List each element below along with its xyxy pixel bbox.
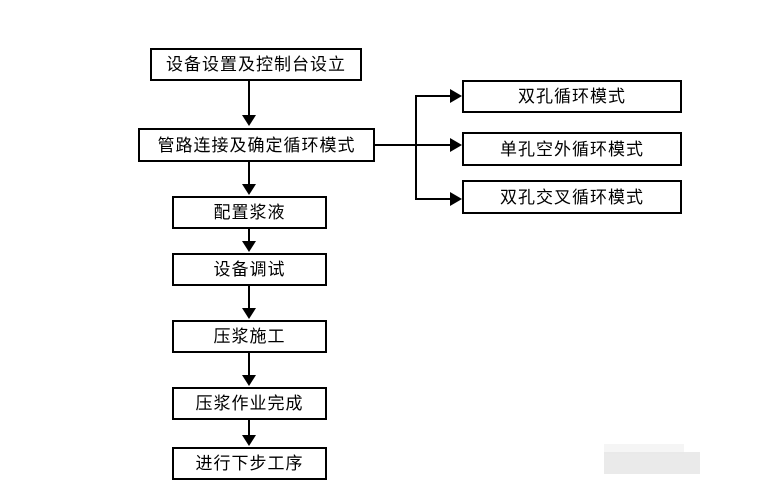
- branch-node-mode2[interactable]: 单孔空外循环模式: [462, 132, 682, 166]
- connector-done-to-next: [248, 420, 250, 436]
- flow-node-grout[interactable]: 压浆施工: [172, 320, 327, 353]
- arrowhead-branch-to-mode2: [450, 138, 462, 152]
- arrowhead-done-to-next: [242, 435, 256, 446]
- arrowhead-slurry-to-debug: [242, 241, 256, 252]
- connector-setup-to-pipe: [248, 81, 250, 117]
- connector-slurry-to-debug: [248, 229, 250, 242]
- arrowhead-pipe-to-slurry: [242, 184, 256, 195]
- watermark: [604, 452, 700, 474]
- connector-branch-to-mode3: [415, 198, 452, 200]
- flow-node-pipe[interactable]: 管路连接及确定循环模式: [138, 128, 375, 162]
- flow-node-setup[interactable]: 设备设置及控制台设立: [150, 48, 362, 81]
- arrowhead-debug-to-grout: [242, 308, 256, 319]
- connector-debug-to-grout: [248, 286, 250, 309]
- connector-grout-to-done: [248, 353, 250, 376]
- arrowhead-setup-to-pipe: [242, 115, 256, 126]
- connector-pipe-to-branch-stem: [375, 144, 417, 146]
- flow-node-debug[interactable]: 设备调试: [172, 253, 327, 286]
- flow-node-next[interactable]: 进行下步工序: [172, 447, 327, 480]
- watermark: [604, 444, 684, 454]
- connector-branch-trunk: [415, 96, 417, 200]
- connector-branch-to-mode2: [415, 144, 452, 146]
- connector-pipe-to-slurry: [248, 162, 250, 185]
- flow-node-done[interactable]: 压浆作业完成: [172, 387, 327, 420]
- connector-branch-to-mode1: [415, 95, 452, 97]
- arrowhead-branch-to-mode1: [450, 89, 462, 103]
- branch-node-mode3[interactable]: 双孔交叉循环模式: [462, 180, 682, 214]
- flow-node-slurry[interactable]: 配置浆液: [172, 196, 327, 229]
- branch-node-mode1[interactable]: 双孔循环模式: [462, 80, 682, 113]
- arrowhead-branch-to-mode3: [450, 192, 462, 206]
- arrowhead-grout-to-done: [242, 375, 256, 386]
